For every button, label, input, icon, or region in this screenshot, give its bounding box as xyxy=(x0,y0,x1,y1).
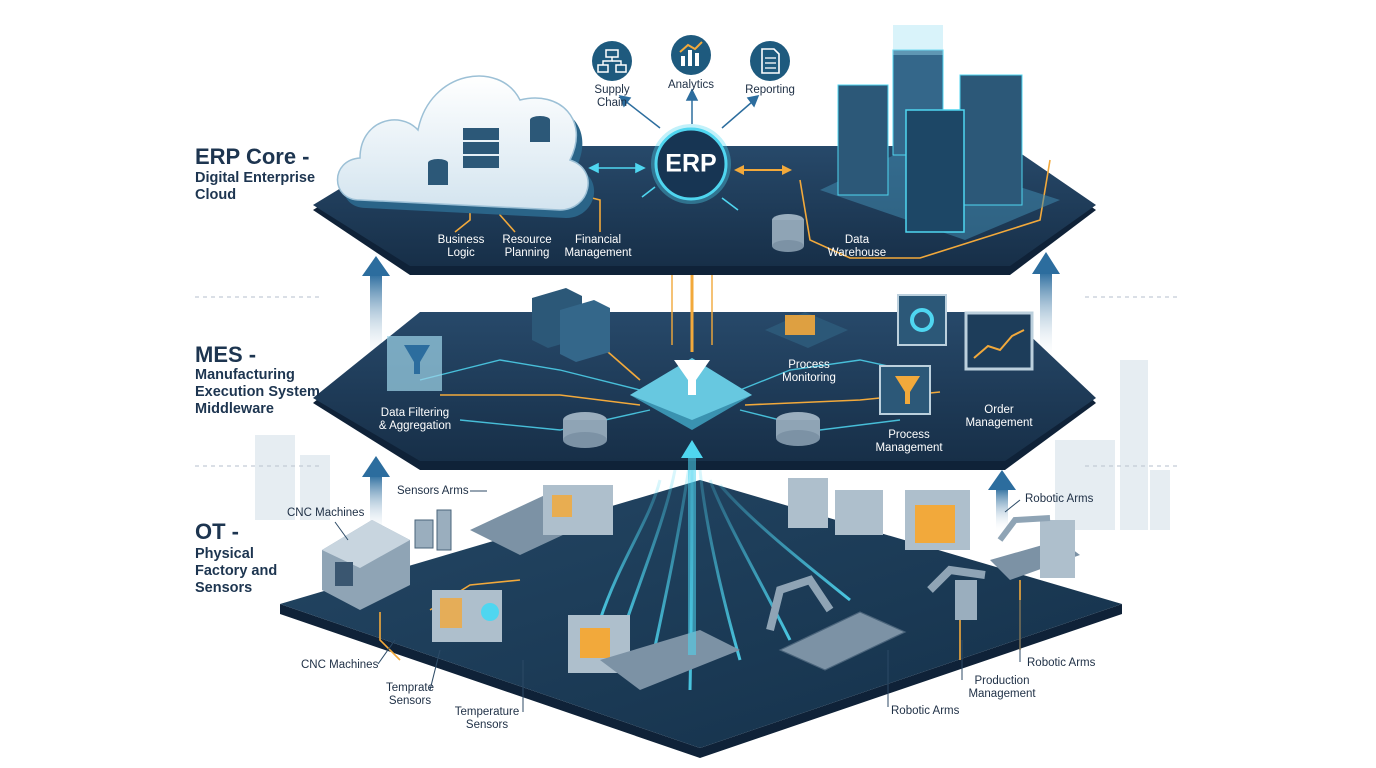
erp-layer-title: ERP Core - xyxy=(195,144,310,169)
temperature-sensors-label: Temperature Sensors xyxy=(454,706,520,731)
reporting-label: Reporting xyxy=(745,84,795,96)
supply-chain-label: Supply Chain xyxy=(594,84,630,109)
database-right-mes xyxy=(776,412,820,446)
servers-mes xyxy=(532,288,610,362)
robotic-arms-top-right-label: Robotic Arms xyxy=(1025,493,1094,505)
cnc-machine-left xyxy=(322,520,410,610)
supply-chain-icon xyxy=(592,41,632,81)
top-node-arrows xyxy=(618,88,760,129)
ot-layer-title: OT - xyxy=(195,519,239,544)
robotic-arms-bottom-label: Robotic Arms xyxy=(891,705,960,717)
monitor-screens xyxy=(879,294,1034,415)
data-warehouse-label: Data Warehouse xyxy=(827,234,887,259)
erp-hub-label: ERP xyxy=(665,149,717,178)
database-left-mes xyxy=(563,412,607,448)
process-monitoring-chip xyxy=(765,312,848,348)
upward-flow-arrows xyxy=(362,252,1060,535)
ot-label-leaders xyxy=(334,490,1021,712)
filter-node-left xyxy=(387,336,442,391)
analytics-icon xyxy=(671,35,711,75)
data-filtering-label: Data Filtering & Aggregation xyxy=(378,407,452,432)
sensors-arms-label: Sensors Arms xyxy=(397,485,469,497)
data-warehouse-database xyxy=(772,214,804,252)
order-management-label: Order Management xyxy=(965,404,1033,429)
production-management-label: Production Management xyxy=(968,675,1036,700)
data-filter-hub xyxy=(630,358,752,430)
financial-management-label: Financial Management xyxy=(564,234,632,259)
mes-layer-title: MES - xyxy=(195,342,257,367)
ot-platform xyxy=(280,480,1122,758)
resource-planning-label: Resource Planning xyxy=(502,234,552,259)
business-logic-label: Business Logic xyxy=(437,234,485,259)
robotic-arms-right xyxy=(927,515,1080,620)
erp-orange-arrow xyxy=(734,165,792,175)
data-center-icon xyxy=(820,25,1060,240)
temprate-sensors-label: Temprate Sensors xyxy=(386,682,434,707)
analytics-label: Analytics xyxy=(667,79,715,91)
erp-layer-subtitle: Digital Enterprise Cloud xyxy=(195,170,316,203)
cnc-machine-center xyxy=(432,590,502,642)
servers-right-ot xyxy=(788,478,883,535)
layer-separators xyxy=(195,296,1180,467)
erp-cyan-arrows xyxy=(588,162,739,211)
robotic-arms-right-label: Robotic Arms xyxy=(1027,657,1096,669)
conveyor-left xyxy=(470,485,613,555)
process-monitoring-label: Process Monitoring xyxy=(782,359,836,384)
cnc-machines-bottom-label: CNC Machines xyxy=(301,659,379,671)
erp-hub xyxy=(651,124,731,204)
robotic-arm-center xyxy=(766,575,907,671)
robotic-arm-left xyxy=(414,509,452,551)
reporting-icon xyxy=(750,41,790,81)
mes-layer-subtitle: Manufacturing Execution System Middlewar… xyxy=(195,367,320,417)
cnc-machines-top-label: CNC Machines xyxy=(287,507,365,519)
ot-layer-subtitle: Physical Factory and Sensors xyxy=(195,546,278,596)
furnace-machine xyxy=(568,615,740,690)
furnace-right xyxy=(905,490,970,550)
process-management-label: Process Management xyxy=(875,429,943,454)
cloud-icon xyxy=(336,75,595,218)
factory-skyline-background xyxy=(255,360,1170,530)
